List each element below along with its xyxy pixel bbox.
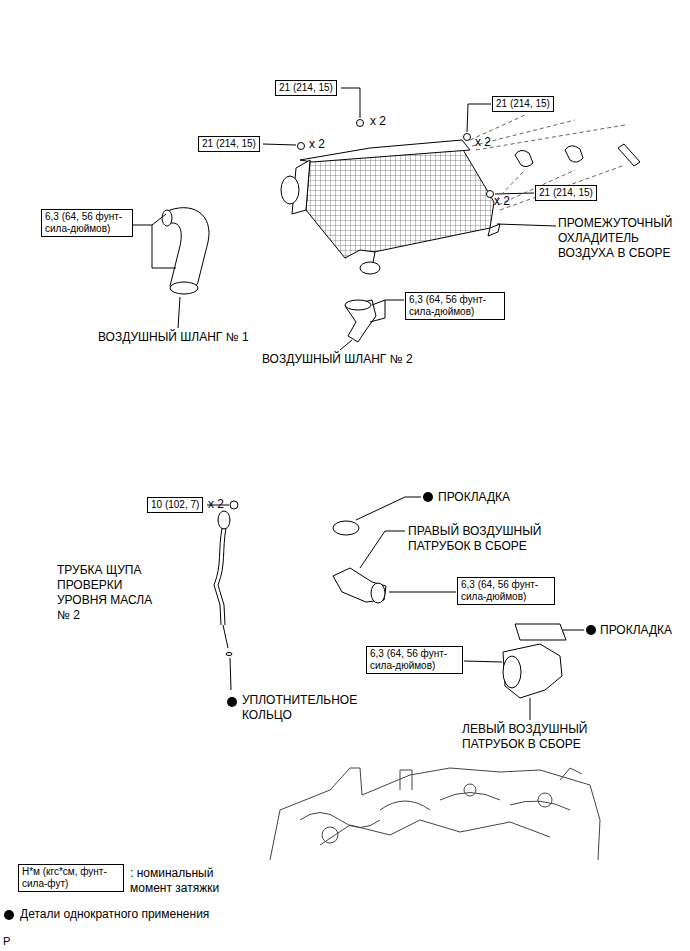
callout-label: P [3,935,10,947]
part-name: ПРОКЛАДКА [438,490,510,505]
intercooler-inlet [281,176,299,204]
label-text: ЛЕВЫЙ ВОЗДУШНЫЙ ПАТРУБОК В СБОРЕ [462,722,587,751]
single-use-dot [227,697,237,707]
label-text: x 2 [370,114,386,128]
callout-label: x 2 [309,137,325,152]
label-text: ТРУБКА ЩУПА ПРОВЕРКИ УРОВНЯ МАСЛА № 2 [57,563,152,622]
part-name: ТРУБКА ЩУПА ПРОВЕРКИ УРОВНЯ МАСЛА № 2 [57,563,161,623]
legend-text: : номинальный момент затяжки [130,866,219,895]
callout-label: x 2 [208,497,224,512]
label-text: ПРОКЛАДКА [438,490,510,504]
legend-box: Н*м (кгс*см, фунт-сила-фут) [18,864,124,892]
left-air-pipe [503,644,562,698]
torque-value: 21 (214, 15) [496,98,550,110]
torque-value: 21 (214, 15) [539,187,593,199]
torque-box: 6,3 (64, 56 фунт-сила-дюймов) [41,209,133,237]
label-text: ПРОМЕЖУТОЧНЫЙ ОХЛАДИТЕЛЬ ВОЗДУХА В СБОРЕ [558,216,672,260]
torque-box: 21 (214, 15) [198,136,260,152]
label-text: x 2 [494,194,510,208]
intercooler-core [306,148,494,258]
connector [565,146,583,162]
nut [464,134,471,141]
part-name: ВОЗДУШНЫЙ ШЛАНГ № 2 [262,352,413,367]
callout-label: x 2 [475,135,491,150]
legend-entry: : номинальный момент затяжки [130,866,240,896]
label-text: x 2 [208,497,224,511]
callout-label: x 2 [370,114,386,129]
air-hose-2 [345,300,376,342]
part-name: ПРОКЛАДКА [600,623,672,638]
torque-box: 6,3 (64, 56 фунт-сила-дюймов) [366,646,463,674]
torque-value: Н*м (кгс*см, фунт-сила-фут) [22,866,120,890]
part-name: ПРАВЫЙ ВОЗДУШНЫЙ ПАТРУБОК В СБОРЕ [408,524,568,554]
nut [357,120,364,127]
label-text: P [3,935,10,947]
torque-box: 6,3 (64, 56 фунт-сила-дюймов) [405,292,505,320]
torque-box: 10 (102, 7) [147,497,203,513]
engine-sketch [270,768,600,860]
torque-box: 6,3 (64, 56 фунт-сила-дюймов) [457,577,555,605]
legend-dot [4,910,14,920]
label-text: ПРАВЫЙ ВОЗДУШНЫЙ ПАТРУБОК В СБОРЕ [408,524,541,553]
single-use-dot [586,625,596,635]
label-text: ВОЗДУШНЫЙ ШЛАНГ № 1 [98,330,249,344]
legend-entry: Детали однократного применения [20,907,209,922]
single-use-dot [423,492,433,502]
torque-value: 6,3 (64, 56 фунт-сила-дюймов) [45,211,129,235]
torque-box: 21 (214, 15) [535,185,597,201]
part-name: ВОЗДУШНЫЙ ШЛАНГ № 1 [98,330,249,345]
part-name: ПРОМЕЖУТОЧНЫЙ ОХЛАДИТЕЛЬ ВОЗДУХА В СБОРЕ [558,216,680,261]
hose-end [618,144,640,166]
gasket [333,521,359,535]
torque-value: 10 (102, 7) [151,499,199,511]
torque-value: 6,3 (64, 56 фунт-сила-дюймов) [409,294,501,318]
label-text: x 2 [475,135,491,149]
intercooler-rail [300,140,470,162]
callout-label: x 2 [494,194,510,209]
torque-value: 6,3 (64, 56 фунт-сила-дюймов) [461,579,551,603]
nut [487,191,494,198]
part-name: УПЛОТНИТЕЛЬНОЕ КОЛЬЦО [242,693,372,723]
connector [515,150,533,166]
torque-value: 21 (214, 15) [279,82,333,94]
part-name: ЛЕВЫЙ ВОЗДУШНЫЙ ПАТРУБОК В СБОРЕ [462,722,622,752]
label-text: ПРОКЛАДКА [600,623,672,637]
legend-text: Детали однократного применения [20,907,209,921]
nut [298,143,305,150]
right-air-pipe [333,568,386,602]
label-text: ВОЗДУШНЫЙ ШЛАНГ № 2 [262,352,413,366]
intercooler-outlet [360,262,380,274]
torque-value: 21 (214, 15) [202,138,256,150]
gasket [515,624,566,640]
label-text: x 2 [309,137,325,151]
torque-box: 21 (214, 15) [275,80,337,96]
torque-value: 6,3 (64, 56 фунт-сила-дюймов) [370,648,459,672]
torque-box: 21 (214, 15) [492,96,554,112]
label-text: УПЛОТНИТЕЛЬНОЕ КОЛЬЦО [242,693,357,722]
